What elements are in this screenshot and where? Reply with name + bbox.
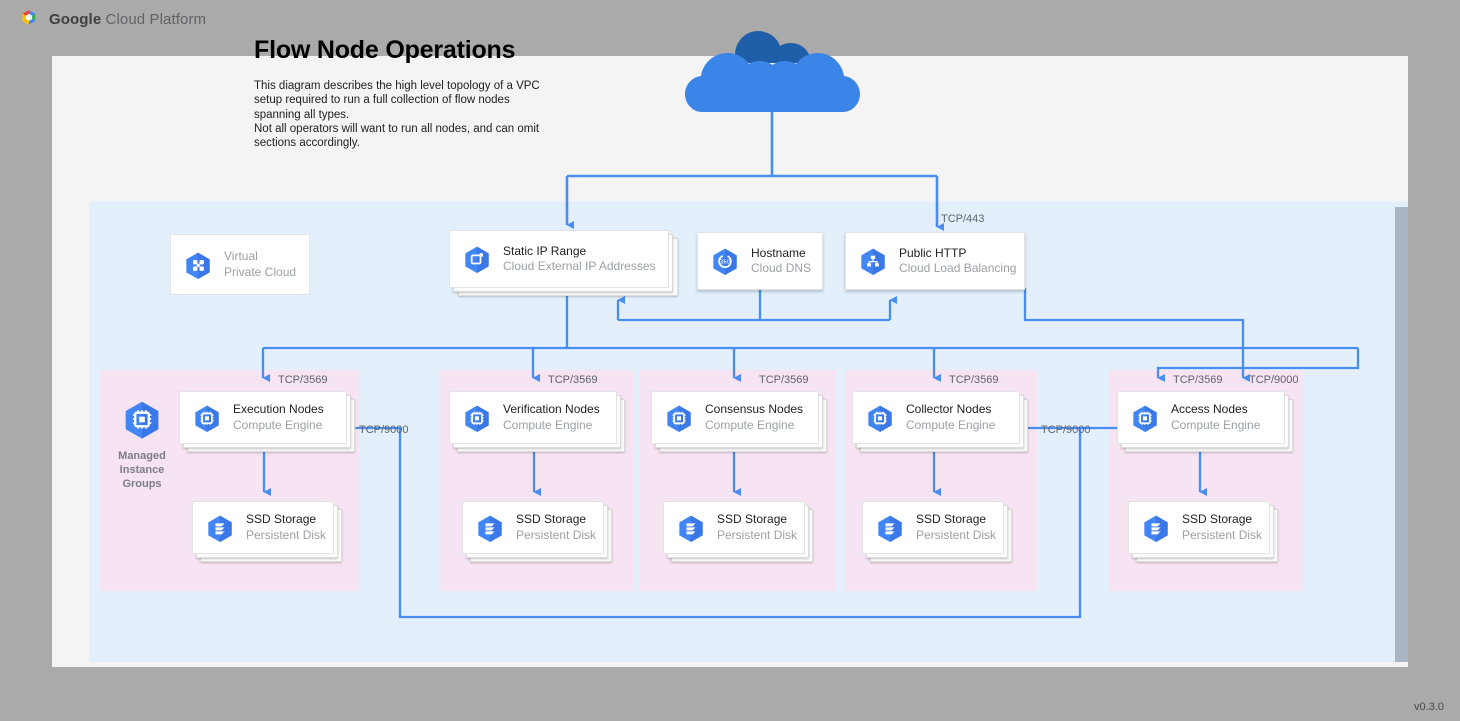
card-subtitle: Cloud Load Balancing: [899, 261, 1017, 275]
card-title: SSD Storage: [1182, 512, 1253, 527]
page-description: This diagram describes the high level to…: [254, 79, 554, 150]
card-verification-nodes[interactable]: Verification Nodes Compute Engine: [449, 391, 617, 444]
card-title: Access Nodes: [1171, 402, 1248, 417]
card-hostname[interactable]: 360 Hostname Cloud DNS: [697, 232, 823, 290]
port-label-verification: TCP/3569: [548, 374, 598, 386]
card-title: Virtual: [224, 249, 258, 264]
card-title: Verification Nodes: [503, 402, 600, 417]
persistent-disk-icon: [878, 515, 902, 542]
card-subtitle: Compute Engine: [503, 417, 593, 432]
description-line-2: Not all operators will want to run all n…: [254, 122, 540, 150]
card-title: Collector Nodes: [906, 402, 992, 417]
card-public-http[interactable]: Public HTTP Cloud Load Balancing: [845, 232, 1025, 290]
persistent-disk-icon: [208, 515, 232, 542]
compute-engine-icon: [195, 405, 219, 432]
card-title: Public HTTP: [899, 245, 967, 260]
port-label-collector: TCP/3569: [949, 374, 999, 386]
card-subtitle: Persistent Disk: [1182, 527, 1263, 542]
card-title: SSD Storage: [516, 512, 587, 527]
compute-engine-icon: [465, 405, 489, 432]
description-line-1: This diagram describes the high level to…: [254, 80, 540, 121]
card-subtitle: Cloud DNS: [751, 261, 812, 275]
card-subtitle: Persistent Disk: [717, 527, 798, 542]
brand-label: Google Cloud Platform: [49, 11, 206, 28]
card-consensus-nodes[interactable]: Consensus Nodes Compute Engine: [651, 391, 819, 444]
mig-line-3: Groups: [122, 478, 162, 490]
managed-instance-groups-label: Managed Instance Groups: [109, 449, 175, 491]
card-ssd-storage-access[interactable]: SSD Storage Persistent Disk: [1128, 501, 1270, 554]
version-label: v0.3.0: [1414, 701, 1444, 713]
card-title: SSD Storage: [916, 512, 987, 527]
card-ssd-storage-consensus[interactable]: SSD Storage Persistent Disk: [663, 501, 805, 554]
google-cloud-logo-icon: [22, 10, 36, 25]
svg-text:360: 360: [720, 260, 730, 266]
port-label-access: TCP/3569: [1173, 374, 1223, 386]
card-subtitle: Compute Engine: [1171, 417, 1261, 432]
page-title: Flow Node Operations: [254, 36, 516, 64]
card-execution-nodes[interactable]: Execution Nodes Compute Engine: [179, 391, 347, 444]
mig-line-1: Managed: [118, 450, 166, 462]
brand-rest: Cloud Platform: [101, 10, 207, 28]
cloud-icon: [685, 31, 860, 112]
card-subtitle: Persistent Disk: [516, 527, 597, 542]
card-title: Hostname: [751, 245, 806, 260]
card-collector-nodes[interactable]: Collector Nodes Compute Engine: [852, 391, 1020, 444]
port-label-access-to-execution: TCP/9000: [359, 424, 409, 436]
brand-google: Google: [49, 10, 102, 28]
card-subtitle: Compute Engine: [705, 417, 795, 432]
card-subtitle: Private Cloud: [224, 264, 297, 279]
persistent-disk-icon: [478, 515, 502, 542]
mig-line-2: Instance: [119, 464, 165, 476]
port-label-access-to-collector: TCP/9000: [1041, 424, 1091, 436]
card-subtitle: Compute Engine: [906, 417, 996, 432]
vpc-panel-shadow: [1395, 207, 1408, 662]
compute-engine-icon: [868, 405, 892, 432]
port-label-consensus: TCP/3569: [759, 374, 809, 386]
port-label-access-9000: TCP/9000: [1249, 374, 1299, 386]
brand-bar: Google Cloud Platform: [18, 8, 206, 30]
card-subtitle: Cloud External IP Addresses: [503, 259, 656, 273]
card-title: SSD Storage: [717, 512, 788, 527]
card-virtual-private-cloud[interactable]: Virtual Private Cloud: [170, 234, 310, 295]
card-ssd-storage-verification[interactable]: SSD Storage Persistent Disk: [462, 501, 604, 554]
card-ssd-storage-execution[interactable]: SSD Storage Persistent Disk: [192, 501, 334, 554]
managed-instance-groups-icon: [125, 401, 159, 439]
card-subtitle: Persistent Disk: [246, 527, 327, 542]
card-title: Static IP Range: [503, 243, 587, 258]
card-title: Consensus Nodes: [705, 402, 804, 417]
card-title: Execution Nodes: [233, 402, 324, 417]
compute-engine-icon: [1133, 405, 1157, 432]
cloud-external-ip-icon: [465, 246, 489, 273]
cloud-load-balancing-icon: [861, 248, 885, 275]
card-subtitle: Persistent Disk: [916, 527, 997, 542]
card-static-ip-range[interactable]: Static IP Range Cloud External IP Addres…: [449, 230, 669, 288]
card-title: SSD Storage: [246, 512, 317, 527]
card-ssd-storage-collector[interactable]: SSD Storage Persistent Disk: [862, 501, 1004, 554]
card-access-nodes[interactable]: Access Nodes Compute Engine: [1117, 391, 1285, 444]
card-subtitle: Compute Engine: [233, 417, 323, 432]
persistent-disk-icon: [679, 515, 703, 542]
port-label-execution: TCP/3569: [278, 374, 328, 386]
compute-engine-icon: [667, 405, 691, 432]
port-label-tcp-443: TCP/443: [941, 213, 985, 225]
persistent-disk-icon: [1144, 515, 1168, 542]
virtual-private-cloud-icon: [186, 252, 210, 279]
cloud-dns-icon: 360: [713, 248, 737, 275]
